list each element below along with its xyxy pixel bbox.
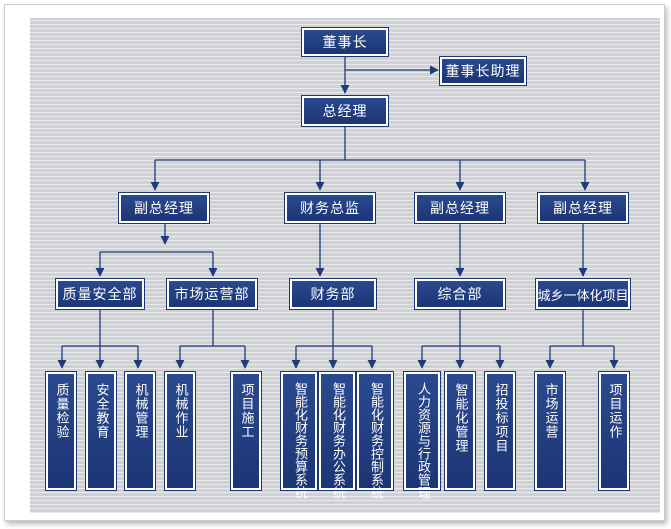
machinery-operation-label: 机械作业: [172, 383, 188, 439]
finance-office-system-box: 智能化财务办公系统: [318, 371, 356, 499]
finance-dept-label: 财务部: [310, 287, 356, 303]
chairman-box: 董事长: [301, 27, 389, 57]
assistant-box: 董事长助理: [439, 56, 527, 86]
general-manager-box: 总经理: [301, 95, 389, 127]
deputy-gm-box: 副总经理: [414, 192, 506, 224]
finance-office-system-label: 智能化财务办公系统: [330, 382, 345, 499]
machinery-management-box: 机械管理: [124, 371, 156, 491]
hr-admin-box: 人力资源与行政管理: [403, 371, 441, 499]
general-manager-label: 总经理: [322, 104, 368, 120]
market-ops-dept-label: 市场运营部: [174, 287, 250, 303]
project-construction-label: 项目施工: [238, 383, 254, 439]
deputy-gm-label: 副总经理: [430, 201, 490, 217]
quality-inspection-box: 质量检验: [45, 371, 77, 491]
deputy-gm-box: 副总经理: [118, 192, 210, 224]
finance-budget-system-box: 智能化财务预算系统: [280, 371, 318, 499]
general-affairs-dept-label: 综合部: [437, 287, 483, 303]
project-construction-box: 项目施工: [230, 371, 262, 491]
urban-rural-project-label: 城乡一体化项目: [537, 288, 629, 304]
smart-management-box: 智能化管理: [444, 371, 476, 491]
project-operation-box: 项目运作: [598, 371, 630, 491]
finance-budget-system-label: 智能化财务预算系统: [292, 382, 307, 499]
machinery-management-label: 机械管理: [132, 383, 148, 439]
cfo-label: 财务总监: [300, 201, 360, 217]
quality-inspection-label: 质量检验: [53, 383, 69, 439]
cfo-box: 财务总监: [284, 192, 376, 224]
market-operation-label: 市场运营: [542, 383, 558, 439]
urban-rural-project-box: 城乡一体化项目: [535, 278, 631, 310]
quality-safety-dept-box: 质量安全部: [55, 278, 145, 310]
general-affairs-dept-box: 综合部: [414, 278, 506, 310]
project-operation-label: 项目运作: [606, 383, 622, 439]
finance-dept-box: 财务部: [289, 278, 377, 310]
safety-education-label: 安全教育: [93, 383, 109, 439]
finance-control-system-label: 智能化财务控制系统: [368, 382, 383, 499]
chairman-label: 董事长: [322, 35, 368, 51]
deputy-gm-box: 副总经理: [537, 192, 629, 224]
smart-management-label: 智能化管理: [452, 383, 468, 453]
assistant-label: 董事长助理: [445, 64, 521, 80]
market-ops-dept-box: 市场运营部: [166, 278, 258, 310]
finance-control-system-box: 智能化财务控制系统: [356, 371, 394, 499]
deputy-gm-label: 副总经理: [553, 201, 613, 217]
safety-education-box: 安全教育: [85, 371, 117, 491]
market-operation-box: 市场运营: [534, 371, 566, 491]
bidding-project-label: 招投标项目: [492, 383, 508, 453]
machinery-operation-box: 机械作业: [164, 371, 196, 491]
hr-admin-label: 人力资源与行政管理: [415, 382, 430, 499]
bidding-project-box: 招投标项目: [484, 371, 516, 491]
quality-safety-dept-label: 质量安全部: [62, 287, 138, 303]
deputy-gm-label: 副总经理: [134, 201, 194, 217]
